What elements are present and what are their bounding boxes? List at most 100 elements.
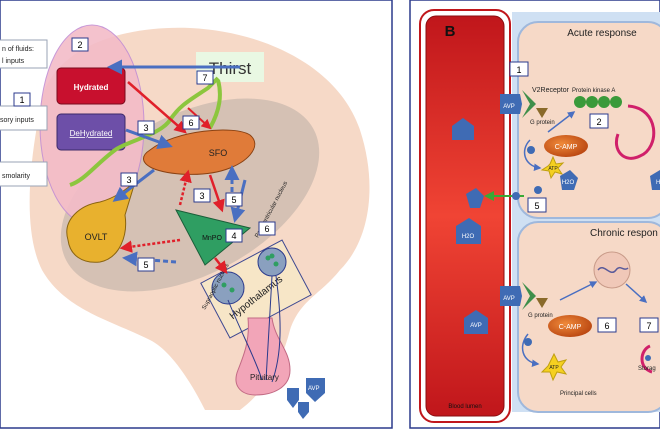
blue-arrow-gprotein-pka <box>547 111 576 133</box>
number-box-3c <box>193 188 211 203</box>
pituitary-label: Pituitary <box>250 373 279 382</box>
number-2: 2 <box>77 40 82 50</box>
left-box-fluids <box>0 39 48 69</box>
number-box-5b <box>137 257 155 272</box>
number-7: 7 <box>202 73 207 83</box>
molecule-dot <box>534 186 542 194</box>
blood-lumen <box>425 15 505 417</box>
neuron-axons <box>227 275 281 383</box>
number-box-2 <box>71 37 89 52</box>
left-box-2-text: l inputs <box>2 58 25 65</box>
number-box-7 <box>196 70 214 85</box>
ovlt-shape <box>66 180 136 263</box>
blue-arrow-nucleus-storage <box>625 283 648 304</box>
mnpo-label: MnPO <box>202 235 222 242</box>
number-6a: 6 <box>188 118 193 128</box>
dehydrated-box <box>56 113 126 151</box>
atp-cycle-1 <box>523 139 542 171</box>
g-protein-shape <box>536 108 548 118</box>
number-b6: 6 <box>604 321 609 331</box>
number-1: 1 <box>19 95 24 105</box>
blue-arrow-camp-nucleus <box>559 281 598 301</box>
mnpo-shape <box>175 209 252 266</box>
blue-arrow-dehydrated-sfo <box>125 128 173 149</box>
avp-receptor-bound <box>500 94 522 114</box>
blood-lumen-label: Blood lumen <box>448 404 481 410</box>
g-protein-shape-2 <box>536 298 548 308</box>
pka-bead <box>610 96 622 108</box>
camp-label-2: C-AMP <box>559 324 582 331</box>
number-4: 4 <box>231 231 236 241</box>
pka-bead <box>598 96 610 108</box>
avp-label-1: AVP <box>503 104 515 110</box>
number-3a: 3 <box>143 123 148 133</box>
sfo-label: SFO <box>209 148 228 158</box>
avp-lumen-label: AVP <box>470 323 482 329</box>
camp-label-1: C-AMP <box>555 144 578 151</box>
atp-star-1 <box>540 155 565 180</box>
avp-receptor-bound-2 <box>500 286 522 306</box>
avp-label-2: AVP <box>503 296 515 302</box>
atp-label-1: ATP <box>548 166 558 172</box>
number-box-6a <box>182 115 200 130</box>
h2o-pentagon <box>456 218 481 244</box>
camp-ellipse-1 <box>544 135 588 157</box>
left-box-3-text: sory inputs <box>0 117 34 124</box>
red-arrow-mnpo-nucleus <box>214 257 228 274</box>
pka-label: Protein kinase A <box>572 88 615 94</box>
storage-label: Storag <box>638 366 656 372</box>
neuron-dot <box>273 261 279 267</box>
avp-pentagon <box>452 118 474 140</box>
h2o-edge-label: H <box>656 180 660 186</box>
number-box-3b <box>120 172 138 187</box>
number-box-6b <box>258 221 276 236</box>
molecule-dot <box>527 146 535 154</box>
h2o-label: H2O <box>462 234 475 240</box>
molecule-dot <box>524 338 532 346</box>
molecule-dot <box>645 355 651 361</box>
number-box-b2 <box>589 113 609 129</box>
panel-a: n of fluids: l inputs sory inputs smolar… <box>0 0 393 429</box>
supraoptic-nucleus-circle <box>211 271 245 305</box>
h2o-pentagon-cell <box>560 170 578 190</box>
number-b7: 7 <box>646 321 651 331</box>
pka-bead <box>586 96 598 108</box>
number-3c: 3 <box>199 191 204 201</box>
green-pathway-2 <box>208 79 222 129</box>
molecule-dot <box>512 192 520 200</box>
h2o-pentagon-edge <box>650 170 660 190</box>
neuron-dot <box>265 255 271 261</box>
number-6b: 6 <box>264 224 269 234</box>
v2receptor-label: V2Receptor <box>532 87 570 94</box>
h2o-cell-label: H2O <box>562 180 575 186</box>
number-5a: 5 <box>231 195 236 205</box>
atp-cycle-2 <box>521 333 540 367</box>
aquaporin-cycle-acute <box>615 104 656 160</box>
hydrated-box <box>56 67 126 105</box>
camp-ellipse-2 <box>548 315 592 337</box>
number-box-3a <box>137 120 155 135</box>
neuron-dot <box>221 282 227 288</box>
red-arrow-dashed <box>178 169 192 206</box>
avp-pentagon <box>298 402 309 419</box>
nucleus-circle <box>593 251 631 289</box>
number-box-b6 <box>597 317 617 333</box>
chronic-response-title: Chronic respon <box>590 228 658 239</box>
dehydrated-label: DeHydrated <box>70 129 113 138</box>
panel-b-letter: B <box>445 23 456 40</box>
ovlt-label: OVLT <box>85 232 108 242</box>
left-box-4-text: smolarity <box>2 173 31 180</box>
number-box-b1 <box>509 61 529 77</box>
atp-star-2 <box>540 352 568 382</box>
red-arrow-hydrated-sfo <box>127 81 187 134</box>
number-b5: 5 <box>534 201 539 211</box>
avp-pentagon <box>287 388 299 408</box>
avp-pentagon <box>466 188 484 208</box>
number-box-5a <box>225 192 243 207</box>
avp-label: AVP <box>308 386 320 392</box>
number-box-1 <box>13 92 31 107</box>
aquaporin-storage <box>640 344 653 374</box>
panel-b: B Blood lumen H2O AVP Acute response Chr… <box>409 0 660 429</box>
